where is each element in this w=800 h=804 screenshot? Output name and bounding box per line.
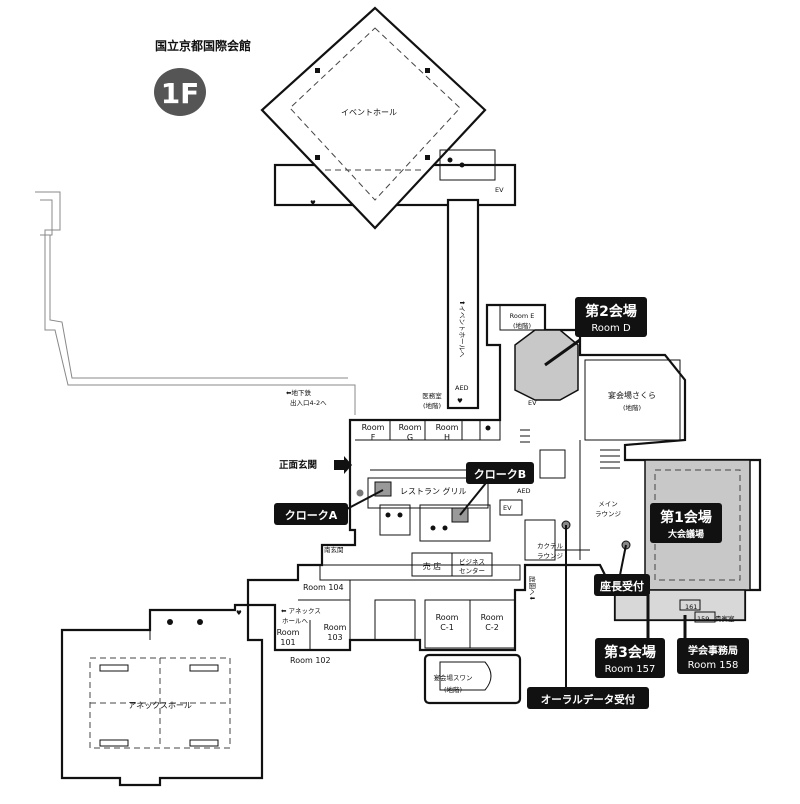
banquet-swan [423,653,522,705]
floor-badge: 1F [154,68,206,116]
svg-text:第2会場: 第2会場 [585,303,637,320]
svg-text:H: H [444,433,450,442]
svg-text:Room 102: Room 102 [290,656,331,665]
svg-text:クロークA: クロークA [285,509,338,522]
svg-text:♥: ♥ [310,199,316,207]
svg-text:センター: センター [459,566,485,575]
svg-text:Room 104: Room 104 [303,583,344,592]
callout-cloak-a: クロークA [274,503,348,525]
callout-venue-1: 第1会場 大会議場 [650,503,722,543]
svg-text:AED: AED [517,487,531,495]
svg-text:Room D: Room D [591,323,631,334]
to-event-hall-label: ⬆イベントホールへ [458,300,466,358]
svg-text:(地階): (地階) [444,685,462,694]
svg-text:ホールへ: ホールへ [282,617,309,625]
svg-text:159: 159 [697,615,709,623]
svg-text:Room 157: Room 157 [605,664,656,675]
callout-cloak-b: クロークB [466,462,534,484]
svg-text:⬅地下鉄: ⬅地下鉄 [286,388,311,397]
svg-text:EV: EV [528,399,537,407]
svg-text:庭園へ⬇: 庭園へ⬇ [528,576,537,601]
callout-chair-reception: 座長受付 [594,574,650,596]
svg-text:♥: ♥ [236,609,242,617]
svg-text:宴会場さくら: 宴会場さくら [608,390,656,400]
banquet-sakura [584,359,681,441]
event-hall: ♥ EV イベントホール [260,6,517,230]
svg-text:Room: Room [324,623,347,632]
restaurant-label: レストラン グリル [400,486,467,496]
svg-text:Room: Room [399,423,422,432]
svg-text:Room E: Room E [510,312,535,320]
svg-text:学会事務局: 学会事務局 [688,644,738,657]
svg-text:オーラルデータ受付: オーラルデータ受付 [541,693,636,706]
svg-text:ラウンジ: ラウンジ [595,510,622,518]
svg-text:(地階): (地階) [513,321,531,330]
svg-text:カクテル: カクテル [537,542,564,550]
svg-text:C-2: C-2 [485,623,499,632]
svg-text:Room: Room [277,628,300,637]
svg-text:Room 158: Room 158 [688,660,739,671]
svg-text:(地階): (地階) [423,401,441,410]
svg-text:宴会場スワン: 宴会場スワン [434,673,473,682]
svg-text:クロークB: クロークB [474,468,526,481]
svg-text:第1会場: 第1会場 [660,509,712,526]
event-hall-label: イベントホール [341,108,397,117]
svg-text:101: 101 [280,638,295,647]
svg-text:AED: AED [455,384,469,392]
svg-text:ビジネス: ビジネス [459,557,485,566]
svg-text:Room: Room [362,423,385,432]
svg-text:(地階): (地階) [623,403,641,412]
svg-text:医務室: 医務室 [422,391,442,400]
svg-text:G: G [407,433,413,442]
svg-text:Room: Room [481,613,504,622]
svg-text:161: 161 [685,603,697,611]
svg-text:Room: Room [436,423,459,432]
svg-text:F: F [371,433,376,442]
floor-number: 1F [161,77,200,110]
annex-hall: ♥ アネックスホール [60,603,264,787]
svg-text:⬅ アネックス: ⬅ アネックス [281,607,321,615]
svg-text:南玄関: 南玄関 [324,545,344,554]
svg-text:C-1: C-1 [440,623,454,632]
svg-text:アネックスホール: アネックスホール [128,701,192,710]
svg-text:座長受付: 座長受付 [599,579,644,593]
callout-secretariat: 学会事務局 Room 158 [677,638,749,674]
callout-oral-data-reception: オーラルデータ受付 [527,687,649,709]
subway-path [35,191,356,415]
callout-venue-2: 第2会場 Room D [575,297,647,337]
svg-text:EV: EV [495,186,504,194]
svg-text:ラウンジ: ラウンジ [537,552,564,560]
event-hall-corridor [446,198,480,410]
svg-text:メイン: メイン [598,500,618,508]
callout-venue-3: 第3会場 Room 157 [595,638,665,678]
building-title: 国立京都国際会館 [155,38,251,53]
svg-text:大会議場: 大会議場 [668,528,704,540]
entrance-arrow-icon [334,456,352,474]
svg-text:売 店: 売 店 [423,561,442,571]
svg-text:♥: ♥ [457,397,463,405]
svg-text:貴賓室: 貴賓室 [715,614,735,623]
svg-text:第3会場: 第3会場 [604,644,656,661]
main-entrance-label: 正面玄関 [279,459,317,471]
room-e [499,304,546,331]
svg-text:EV: EV [503,504,512,512]
svg-text:Room: Room [436,613,459,622]
svg-text:出入口4-2へ: 出入口4-2へ [290,398,327,407]
svg-text:103: 103 [327,633,342,642]
